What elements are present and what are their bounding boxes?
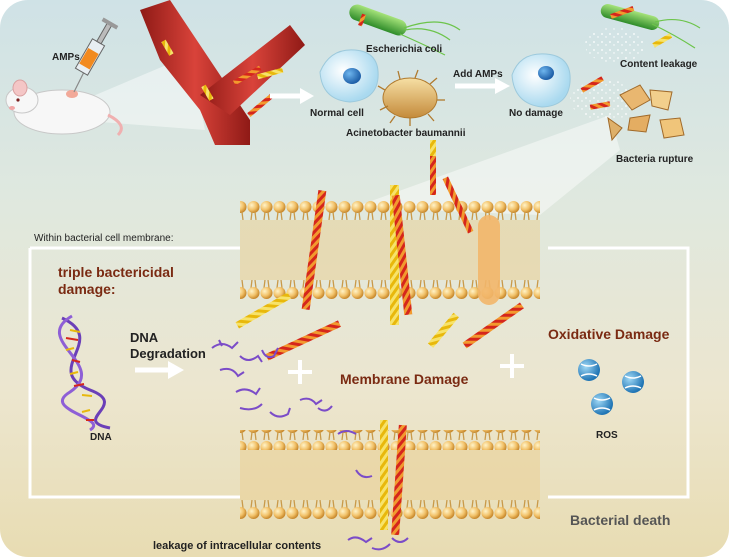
bracket-frame (28, 246, 690, 499)
no-damage-cell (511, 53, 571, 108)
acinetobacter-label: Acinetobacter baumannii (346, 128, 466, 139)
plus-signs (288, 354, 524, 384)
ros-label: ROS (596, 430, 618, 441)
bacteria-rupture-label: Bacteria rupture (616, 154, 694, 165)
dna-fragments (211, 339, 409, 551)
bacterial-death-label: Bacterial death (570, 512, 671, 528)
within-membrane-label: Within bacterial cell membrane: (34, 233, 174, 244)
membrane-damage-label: Membrane Damage (340, 371, 469, 387)
amp-peptides (233, 65, 284, 117)
escherichia-coli-label: Escherichia coli (366, 44, 443, 55)
normal-cell (319, 49, 379, 103)
dna-degradation-label: DNA Degradation (130, 330, 206, 361)
oxidative-damage-label: Oxidative Damage (548, 326, 670, 342)
lower-membrane (240, 420, 540, 536)
bacteria-rupture-fragments (570, 76, 685, 142)
no-damage-label: No damage (509, 108, 563, 119)
acinetobacter-bacterium (377, 69, 445, 126)
content-leakage-label: Content leakage (620, 59, 698, 70)
leakage-label: leakage of intracellular contents (153, 540, 322, 552)
upper-membrane (235, 140, 540, 361)
add-amps-label: Add AMPs (453, 69, 503, 80)
normal-cell-label: Normal cell (310, 108, 364, 119)
dna-label: DNA (90, 432, 112, 443)
escherichia-coli-bacterium (349, 4, 461, 56)
syringe-illustration (73, 17, 119, 93)
dna-helix (57, 314, 111, 432)
leaking-bacterium (585, 4, 701, 63)
mouse-illustration (5, 79, 123, 137)
ros-spheres (578, 359, 644, 415)
zoom-beam-membrane (300, 115, 620, 215)
amps-label: AMPs (52, 52, 80, 63)
triple-damage-title: triple bactericidal damage: (58, 264, 174, 297)
